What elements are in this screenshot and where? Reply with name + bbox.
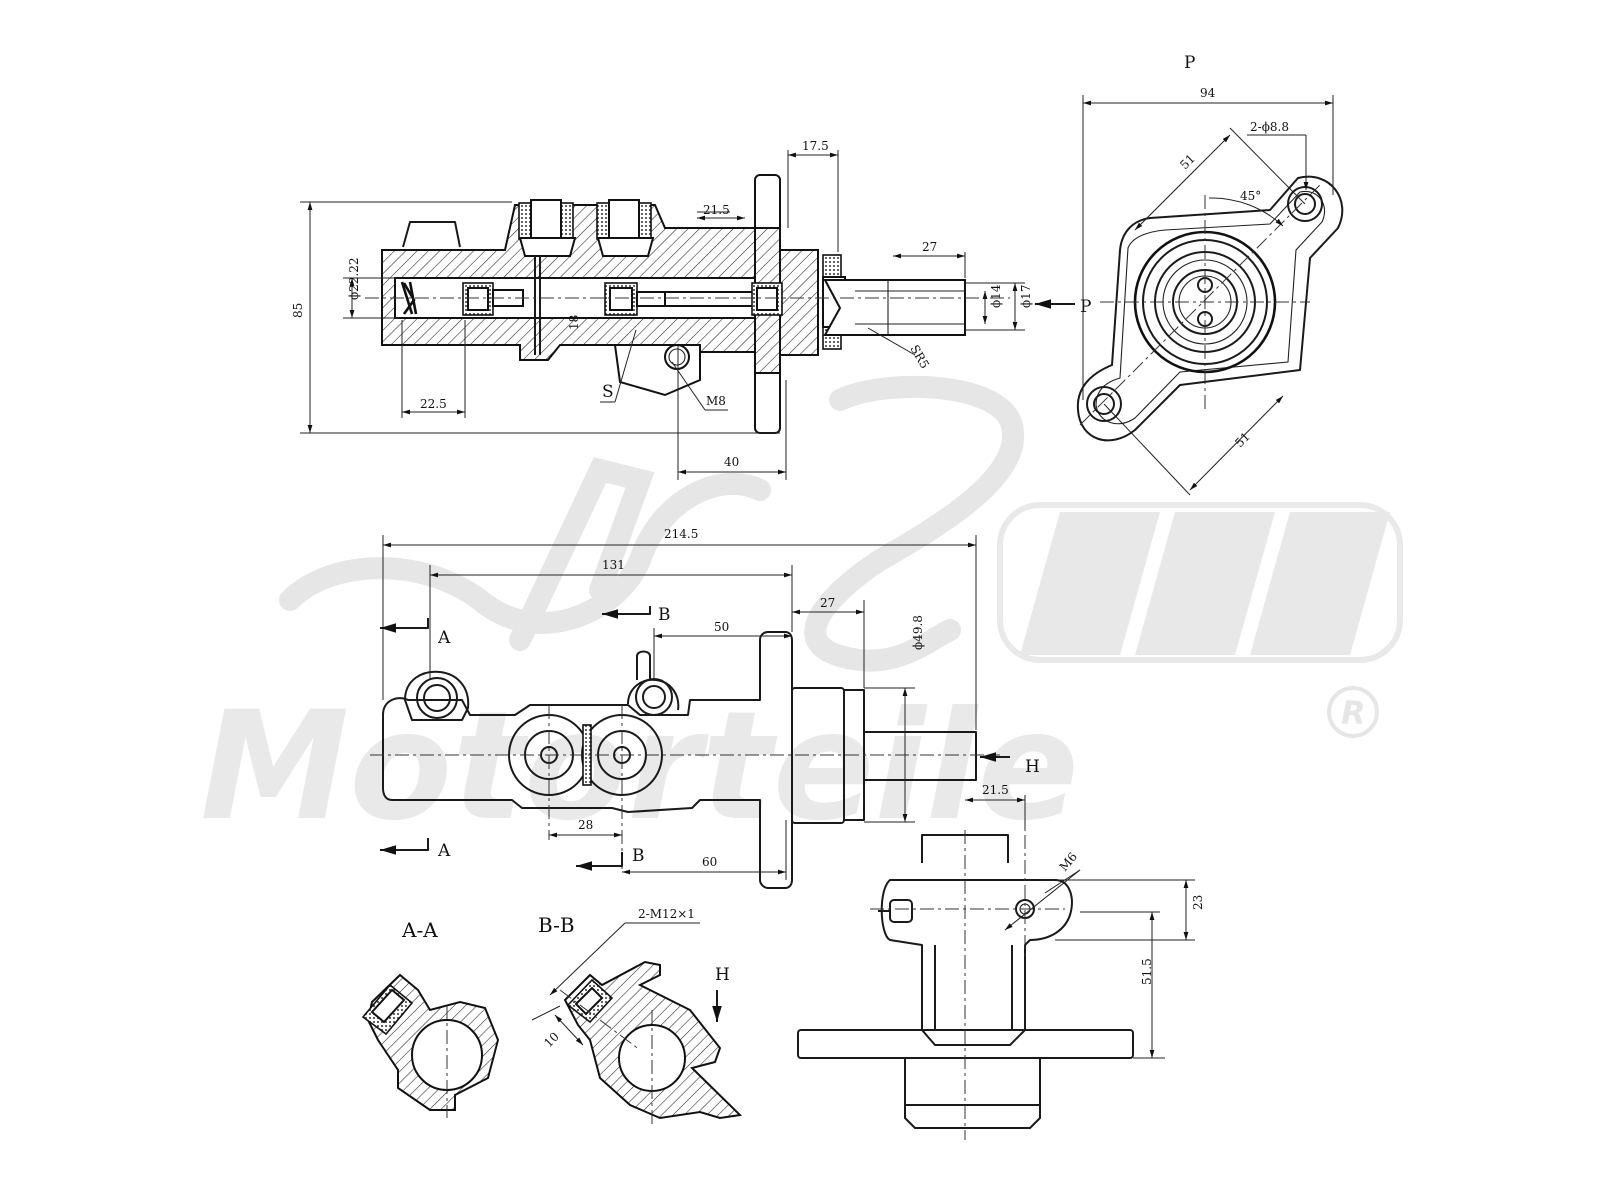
dim-section-bb-depth: 10 (541, 1029, 562, 1050)
section-marker-b-bottom: B (632, 846, 645, 866)
view-marker-h-section: H (715, 965, 730, 985)
dim-end-height-515: 51.5 (1140, 958, 1154, 985)
watermark-stripe-1 (1020, 512, 1160, 655)
dim-port-to-flange: 131 (602, 558, 625, 572)
dim-outlet-to-flange: 60 (702, 855, 717, 869)
top-view: 214.5 131 27 50 ϕ49.8 28 60 A A B B H (370, 527, 1040, 889)
top-inlet-1 (416, 677, 458, 719)
label-view-p-arrow: P (1080, 297, 1091, 317)
top-body-outline (382, 631, 793, 889)
section-marker-b-top: B (658, 605, 671, 625)
dim-section-bb-thread: 2-M12×1 (638, 907, 695, 921)
flange-outline (1076, 175, 1344, 442)
label-thread-m8: M8 (706, 394, 726, 408)
pushrod (823, 279, 966, 336)
dim-spherical-radius: SR5 (907, 343, 932, 372)
dim-flange-width: 94 (1200, 86, 1216, 100)
dim-mounting-holes: 2-ϕ8.8 (1250, 120, 1289, 134)
dim-flange-offset: 17.5 (802, 139, 829, 153)
section-bb-title: B-B (538, 913, 575, 937)
tertiary-piston (751, 282, 783, 316)
flange-nose (779, 249, 819, 356)
dim-end-offset: 21.5 (982, 783, 1009, 797)
reservoir-port-2 (596, 199, 655, 257)
dim-flange-to-port: 40 (724, 455, 739, 469)
watermark: Motorteile R (200, 375, 1403, 854)
dim-port-depth: 18 (567, 315, 581, 330)
section-bb-bore (618, 1024, 686, 1092)
label-s: S (602, 382, 614, 402)
section-bb: B-B 2-M12×1 10 H (531, 907, 743, 1125)
side-dimensions: 85 ϕ22.22 22.5 18 17.5 21.5 27 ϕ (291, 139, 1091, 480)
secondary-piston (604, 282, 756, 316)
return-spring (400, 281, 418, 315)
dim-chamber-length: 21.5 (703, 203, 730, 217)
reservoir-stub (402, 221, 461, 248)
watermark-registered-mark: R (1341, 694, 1366, 732)
side-section-view: 85 ϕ22.22 22.5 18 17.5 21.5 27 ϕ (291, 139, 1091, 480)
top-pushrod (863, 731, 977, 781)
dim-outlet-spacing: 28 (578, 818, 593, 832)
watermark-stripe-2 (1135, 512, 1275, 655)
dim-overall-height: 85 (291, 303, 305, 318)
view-marker-h-top: H (1025, 757, 1040, 777)
end-view-body (880, 879, 1073, 1046)
dim-overall-length: 214.5 (664, 527, 698, 541)
section-aa-title: A-A (401, 918, 438, 942)
dim-pushrod-length: 27 (922, 240, 937, 254)
section-marker-a-bottom: A (437, 841, 451, 861)
dim-boss-length: 27 (820, 596, 835, 610)
reservoir-port-1 (518, 199, 577, 355)
dim-pushrod-outer-diameter: ϕ17 (1019, 285, 1033, 308)
dim-port-to-port: 50 (714, 620, 729, 634)
end-view-boss (904, 1058, 1041, 1129)
end-view-h: 21.5 M6 23 51.5 (797, 783, 1205, 1140)
flange-view-title: P (1184, 53, 1195, 73)
dim-angle: 45° (1240, 189, 1261, 203)
section-marker-a-top: A (437, 628, 451, 648)
dim-spring-length: 22.5 (420, 397, 447, 411)
dim-boss-diameter: ϕ49.8 (911, 615, 925, 650)
dim-pushrod-inner-diameter: ϕ14 (989, 284, 1003, 308)
mounting-hole-bottom (1086, 386, 1122, 422)
dim-end-height-23: 23 (1191, 895, 1205, 910)
watermark-stripe-3 (1250, 512, 1390, 655)
flange-view-p: P 94 2-ϕ8.8 51 51 45° (1076, 53, 1344, 496)
section-aa: A-A (361, 918, 500, 1118)
dim-hole-distance-top: 51 (1177, 151, 1198, 172)
dim-bore-diameter: ϕ22.22 (347, 257, 361, 300)
dim-hole-distance-bottom: 51 (1232, 429, 1253, 450)
